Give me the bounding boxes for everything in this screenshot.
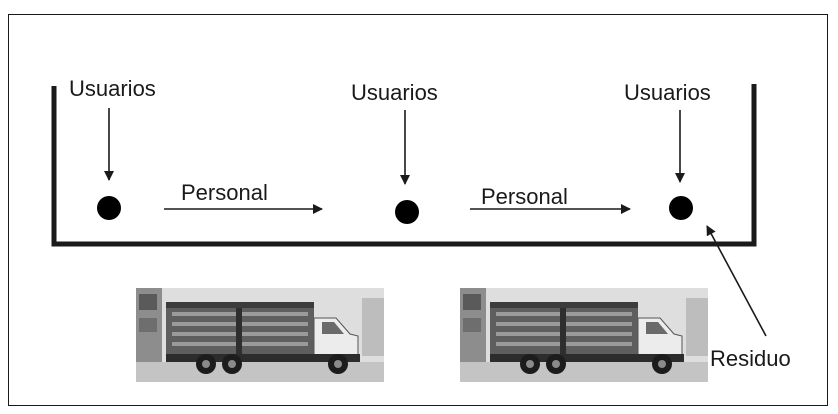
- users-label-1: Usuarios: [69, 76, 156, 101]
- collection-point-2: [395, 200, 419, 224]
- collection-point-3: [669, 196, 693, 220]
- collection-point-1: [97, 196, 121, 220]
- truck-photo-1: [135, 287, 385, 383]
- staff-label-2: Personal: [481, 184, 568, 209]
- staff-label-1: Personal: [181, 180, 268, 205]
- users-label-2: Usuarios: [351, 80, 438, 105]
- users-label-3: Usuarios: [624, 80, 711, 105]
- container-outline: [51, 84, 757, 247]
- truck-photo-2: [459, 287, 709, 383]
- waste-arrow: [706, 225, 767, 337]
- waste-label: Residuo: [710, 346, 791, 371]
